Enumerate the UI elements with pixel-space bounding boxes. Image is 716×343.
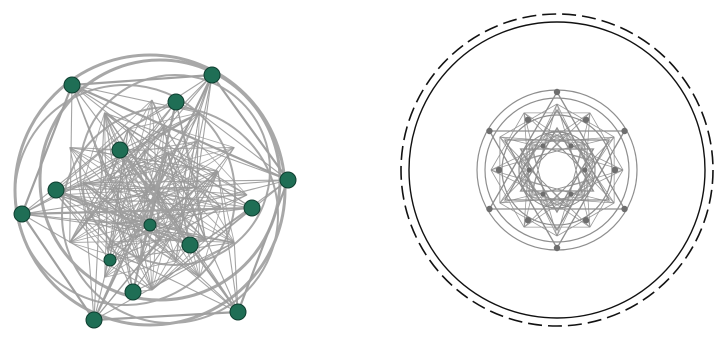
graph-node (64, 77, 80, 93)
graph-node (583, 117, 589, 123)
graph-node (86, 312, 102, 328)
graph-node (48, 182, 64, 198)
graph-node (14, 206, 30, 222)
inner-circle (485, 98, 629, 242)
graph-node (244, 200, 260, 216)
graph-node (230, 304, 246, 320)
outer-circle (409, 22, 705, 318)
graph-edge (22, 214, 94, 320)
graph-node (540, 143, 545, 148)
graph-node (525, 217, 531, 223)
graph-node (182, 237, 198, 253)
graph-node (486, 128, 492, 134)
graph-node (582, 167, 587, 172)
graph-node (168, 94, 184, 110)
graph-node (540, 192, 545, 197)
graph-node (583, 217, 589, 223)
graph-node (621, 206, 627, 212)
graph-edge (94, 312, 238, 320)
graph-node (526, 167, 531, 172)
graph-node (554, 245, 560, 251)
graph-node (112, 142, 128, 158)
outer-dashed-circle (401, 14, 713, 326)
graph-node (125, 284, 141, 300)
graph-node (280, 172, 296, 188)
right-graph-panel (401, 14, 713, 326)
graph-node (104, 254, 116, 266)
graph-node (568, 143, 573, 148)
graph-node (486, 206, 492, 212)
graph-node (204, 67, 220, 83)
graph-node (612, 167, 618, 173)
graph-node (525, 117, 531, 123)
graph-node (568, 192, 573, 197)
left-graph-panel (14, 55, 296, 328)
graph-node (144, 219, 156, 231)
graph-node (621, 128, 627, 134)
graph-node (496, 167, 502, 173)
graph-node (554, 89, 560, 95)
